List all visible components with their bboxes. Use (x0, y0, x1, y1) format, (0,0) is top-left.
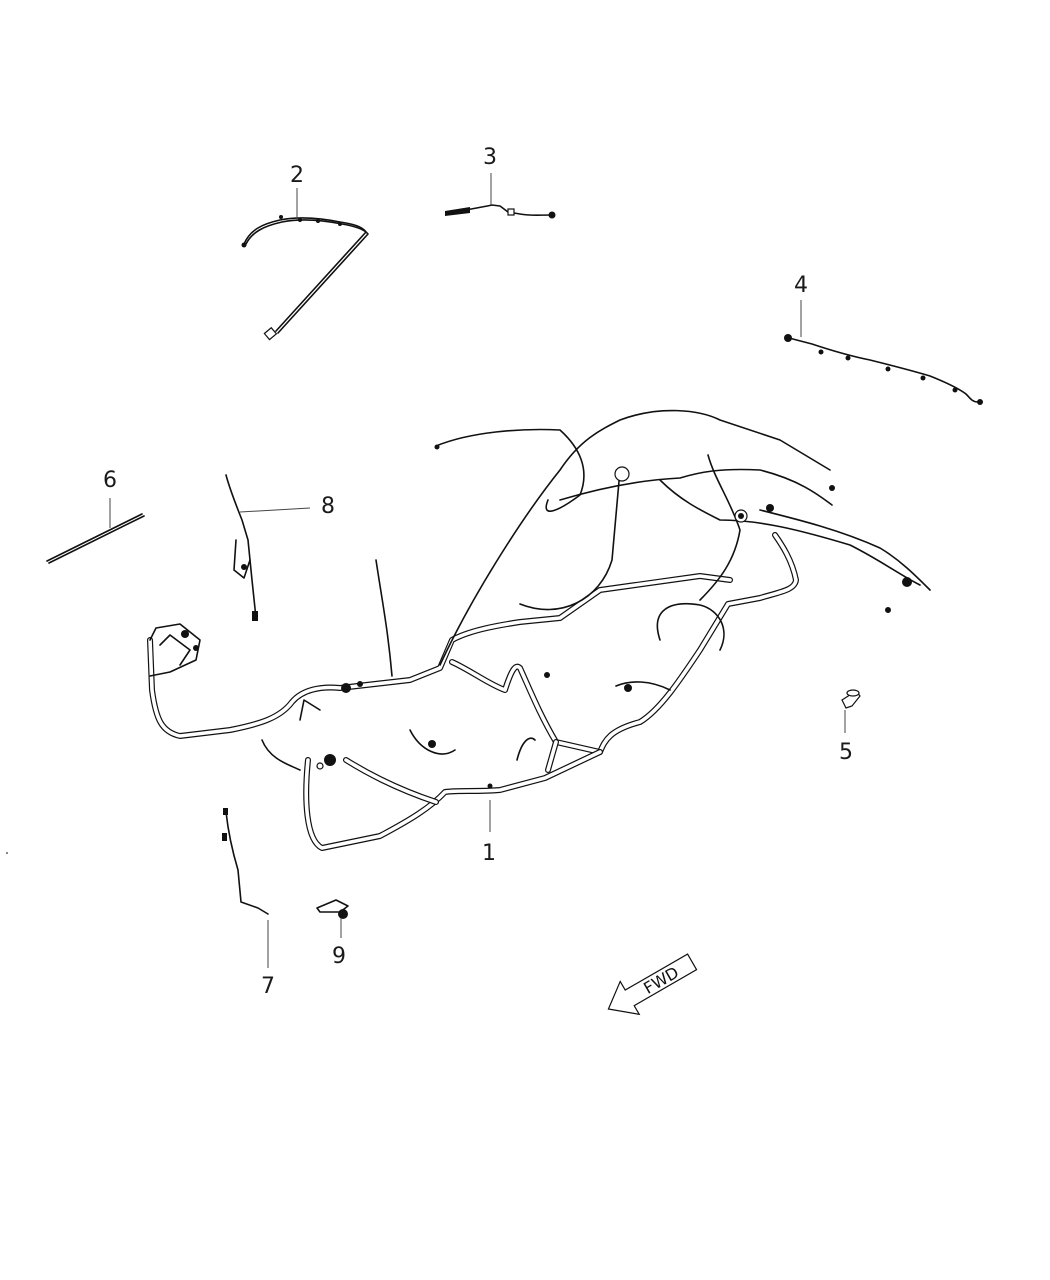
fwd-direction-arrow: FWD (607, 953, 698, 1016)
stray-mark (6, 852, 8, 854)
part-4-rear-harness (784, 300, 983, 405)
callout-7: 7 (261, 974, 275, 999)
part-7-sensor-jumper (222, 808, 269, 968)
callout-8: 8 (321, 494, 335, 519)
callout-2: 2 (290, 163, 304, 188)
callout-4: 4 (794, 273, 808, 298)
callout-3: 3 (483, 145, 497, 170)
part-2-roof-harness (241, 188, 369, 341)
callout-1: 1 (482, 841, 496, 866)
callout-9: 9 (332, 944, 346, 969)
part-9-bracket (316, 899, 349, 938)
part-8-door-harness (225, 474, 311, 621)
part-3-jumper-harness (445, 173, 556, 219)
part-1-main-harness (147, 409, 931, 851)
part-6-wire-strip (46, 498, 145, 564)
callout-6: 6 (103, 468, 117, 493)
callout-5: 5 (839, 740, 853, 765)
part-5-grommet (841, 689, 861, 733)
